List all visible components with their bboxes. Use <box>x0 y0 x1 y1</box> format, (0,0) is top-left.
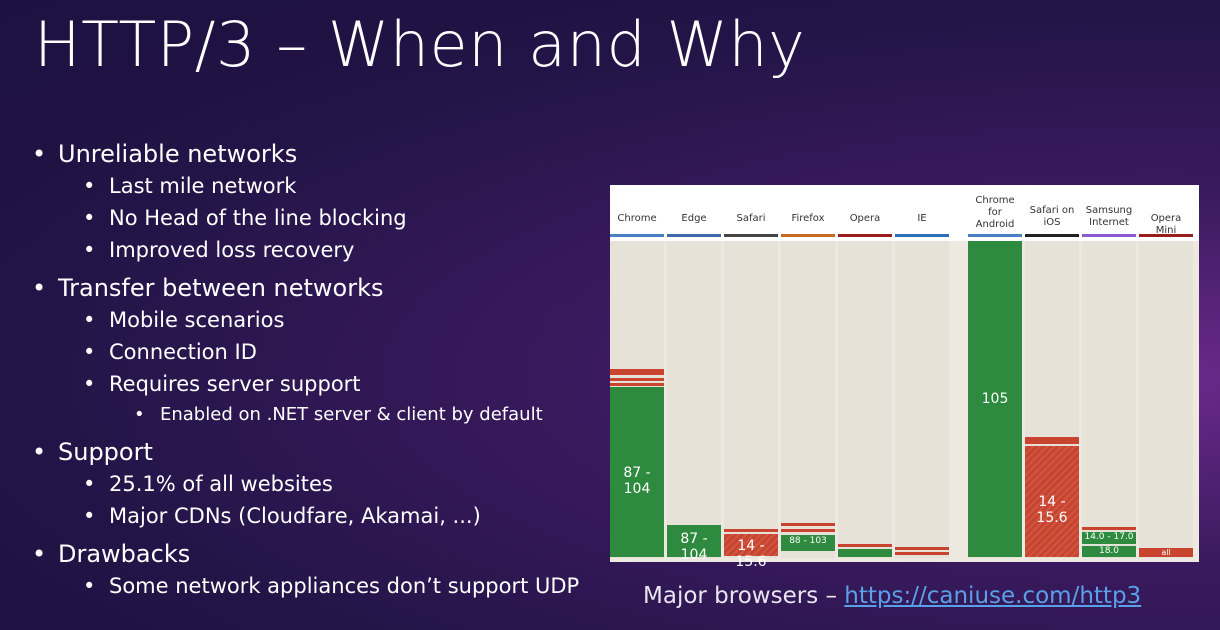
column-6: 105 <box>968 241 1022 558</box>
support-segment-7-0 <box>1025 437 1079 444</box>
support-segment-0-1 <box>610 378 664 381</box>
column-color-line-5 <box>895 234 949 237</box>
support-segment-6-0: 105 <box>968 241 1022 557</box>
support-segment-3-1 <box>781 529 835 532</box>
browser-support-chart: Chrome 87 - 104 Edge 87 - 104 Safari 14 - 15.… <box>610 185 1199 570</box>
caption: Major browsers – https://caniuse.com/htt… <box>643 583 1141 609</box>
bullet-mobile-scenarios: Mobile scenarios <box>30 304 610 336</box>
column-2: 14 - 15.6 <box>724 241 778 570</box>
column-4 <box>838 241 892 558</box>
bullet-hol-blocking: No Head of the line blocking <box>30 202 610 234</box>
support-label-9-0: all <box>1161 548 1171 557</box>
bullet-drawbacks: Drawbacks <box>30 538 610 570</box>
support-segment-2-0 <box>724 529 778 532</box>
support-label-2-1: 14 - 15.6 <box>735 538 767 570</box>
column-label-6: Chrome for Android <box>975 195 1015 230</box>
column-color-line-6 <box>968 234 1022 237</box>
caption-text: Major browsers – <box>643 583 845 609</box>
support-segment-0-0 <box>610 369 664 375</box>
support-segment-4-1 <box>838 549 892 557</box>
support-segment-1-0: 87 - 104 <box>667 525 721 563</box>
column-3: 88 - 103 <box>781 241 835 558</box>
bullet-list: Unreliable networks Last mile network No… <box>30 138 610 602</box>
support-label-8-1: 14.0 - 17.0 <box>1084 532 1134 542</box>
column-7: 14 - 15.6 <box>1025 241 1079 558</box>
column-label-4: Opera <box>849 213 881 224</box>
chart-header <box>610 185 1199 241</box>
support-segment-0-3: 87 - 104 <box>610 387 664 557</box>
column-color-line-9 <box>1139 234 1193 237</box>
bullet-transfer-networks: Transfer between networks <box>30 272 610 304</box>
support-segment-5-0 <box>895 547 949 550</box>
bullet-udp-appliances: Some network appliances don’t support UD… <box>30 570 610 602</box>
column-5 <box>895 241 949 558</box>
column-label-5: IE <box>917 213 927 224</box>
support-segment-2-1: 14 - 15.6 <box>724 534 778 570</box>
column-0: 87 - 104 <box>610 241 664 558</box>
support-segment-7-1: 14 - 15.6 <box>1025 446 1079 557</box>
support-label-8-2: 18.0 <box>1098 546 1120 556</box>
support-label-0-3: 87 - 104 <box>623 465 651 497</box>
column-color-line-1 <box>667 234 721 237</box>
support-segment-9-0: all <box>1139 548 1193 557</box>
bullet-major-cdns: Major CDNs (Cloudfare, Akamai, ...) <box>30 500 610 532</box>
bullet-loss-recovery: Improved loss recovery <box>30 234 610 266</box>
bullet-dotnet-default: Enabled on .NET server & client by defau… <box>30 400 610 430</box>
column-label-0: Chrome <box>617 213 657 224</box>
column-color-line-4 <box>838 234 892 237</box>
column-label-8: Samsung Internet <box>1085 205 1133 228</box>
bullet-last-mile: Last mile network <box>30 170 610 202</box>
support-segment-8-0 <box>1082 527 1136 530</box>
support-segment-0-2 <box>610 383 664 386</box>
bullet-support: Support <box>30 436 610 468</box>
column-8: 14.0 - 17.0 18.0 <box>1082 241 1136 558</box>
column-color-line-7 <box>1025 234 1079 237</box>
column-label-7: Safari on iOS <box>1029 205 1075 228</box>
column-9: all <box>1139 241 1193 558</box>
column-color-line-3 <box>781 234 835 237</box>
support-segment-3-2: 88 - 103 <box>781 535 835 551</box>
support-label-3-2: 88 - 103 <box>789 536 827 546</box>
bullet-websites-share: 25.1% of all websites <box>30 468 610 500</box>
column-color-line-0 <box>610 234 664 237</box>
column-label-3: Firefox <box>791 213 825 224</box>
support-segment-3-0 <box>781 523 835 526</box>
support-segment-5-1 <box>895 552 949 555</box>
support-segment-4-0 <box>838 544 892 547</box>
column-color-line-8 <box>1082 234 1136 237</box>
bullet-unreliable-networks: Unreliable networks <box>30 138 610 170</box>
support-segment-8-2: 18.0 <box>1082 546 1136 557</box>
slide-title: HTTP/3 – When and Why <box>34 8 806 81</box>
column-label-2: Safari <box>736 213 766 224</box>
column-1: 87 - 104 <box>667 241 721 563</box>
bullet-connection-id: Connection ID <box>30 336 610 368</box>
column-color-line-2 <box>724 234 778 237</box>
bullet-server-support: Requires server support <box>30 368 610 400</box>
caniuse-link[interactable]: https://caniuse.com/http3 <box>844 583 1142 609</box>
support-label-7-1: 14 - 15.6 <box>1036 494 1068 526</box>
support-label-1-0: 87 - 104 <box>680 531 708 563</box>
support-segment-8-1: 14.0 - 17.0 <box>1082 532 1136 544</box>
column-label-9: Opera Mini <box>1150 213 1182 236</box>
support-label-6-0: 105 <box>981 391 1009 407</box>
column-label-1: Edge <box>681 213 707 224</box>
